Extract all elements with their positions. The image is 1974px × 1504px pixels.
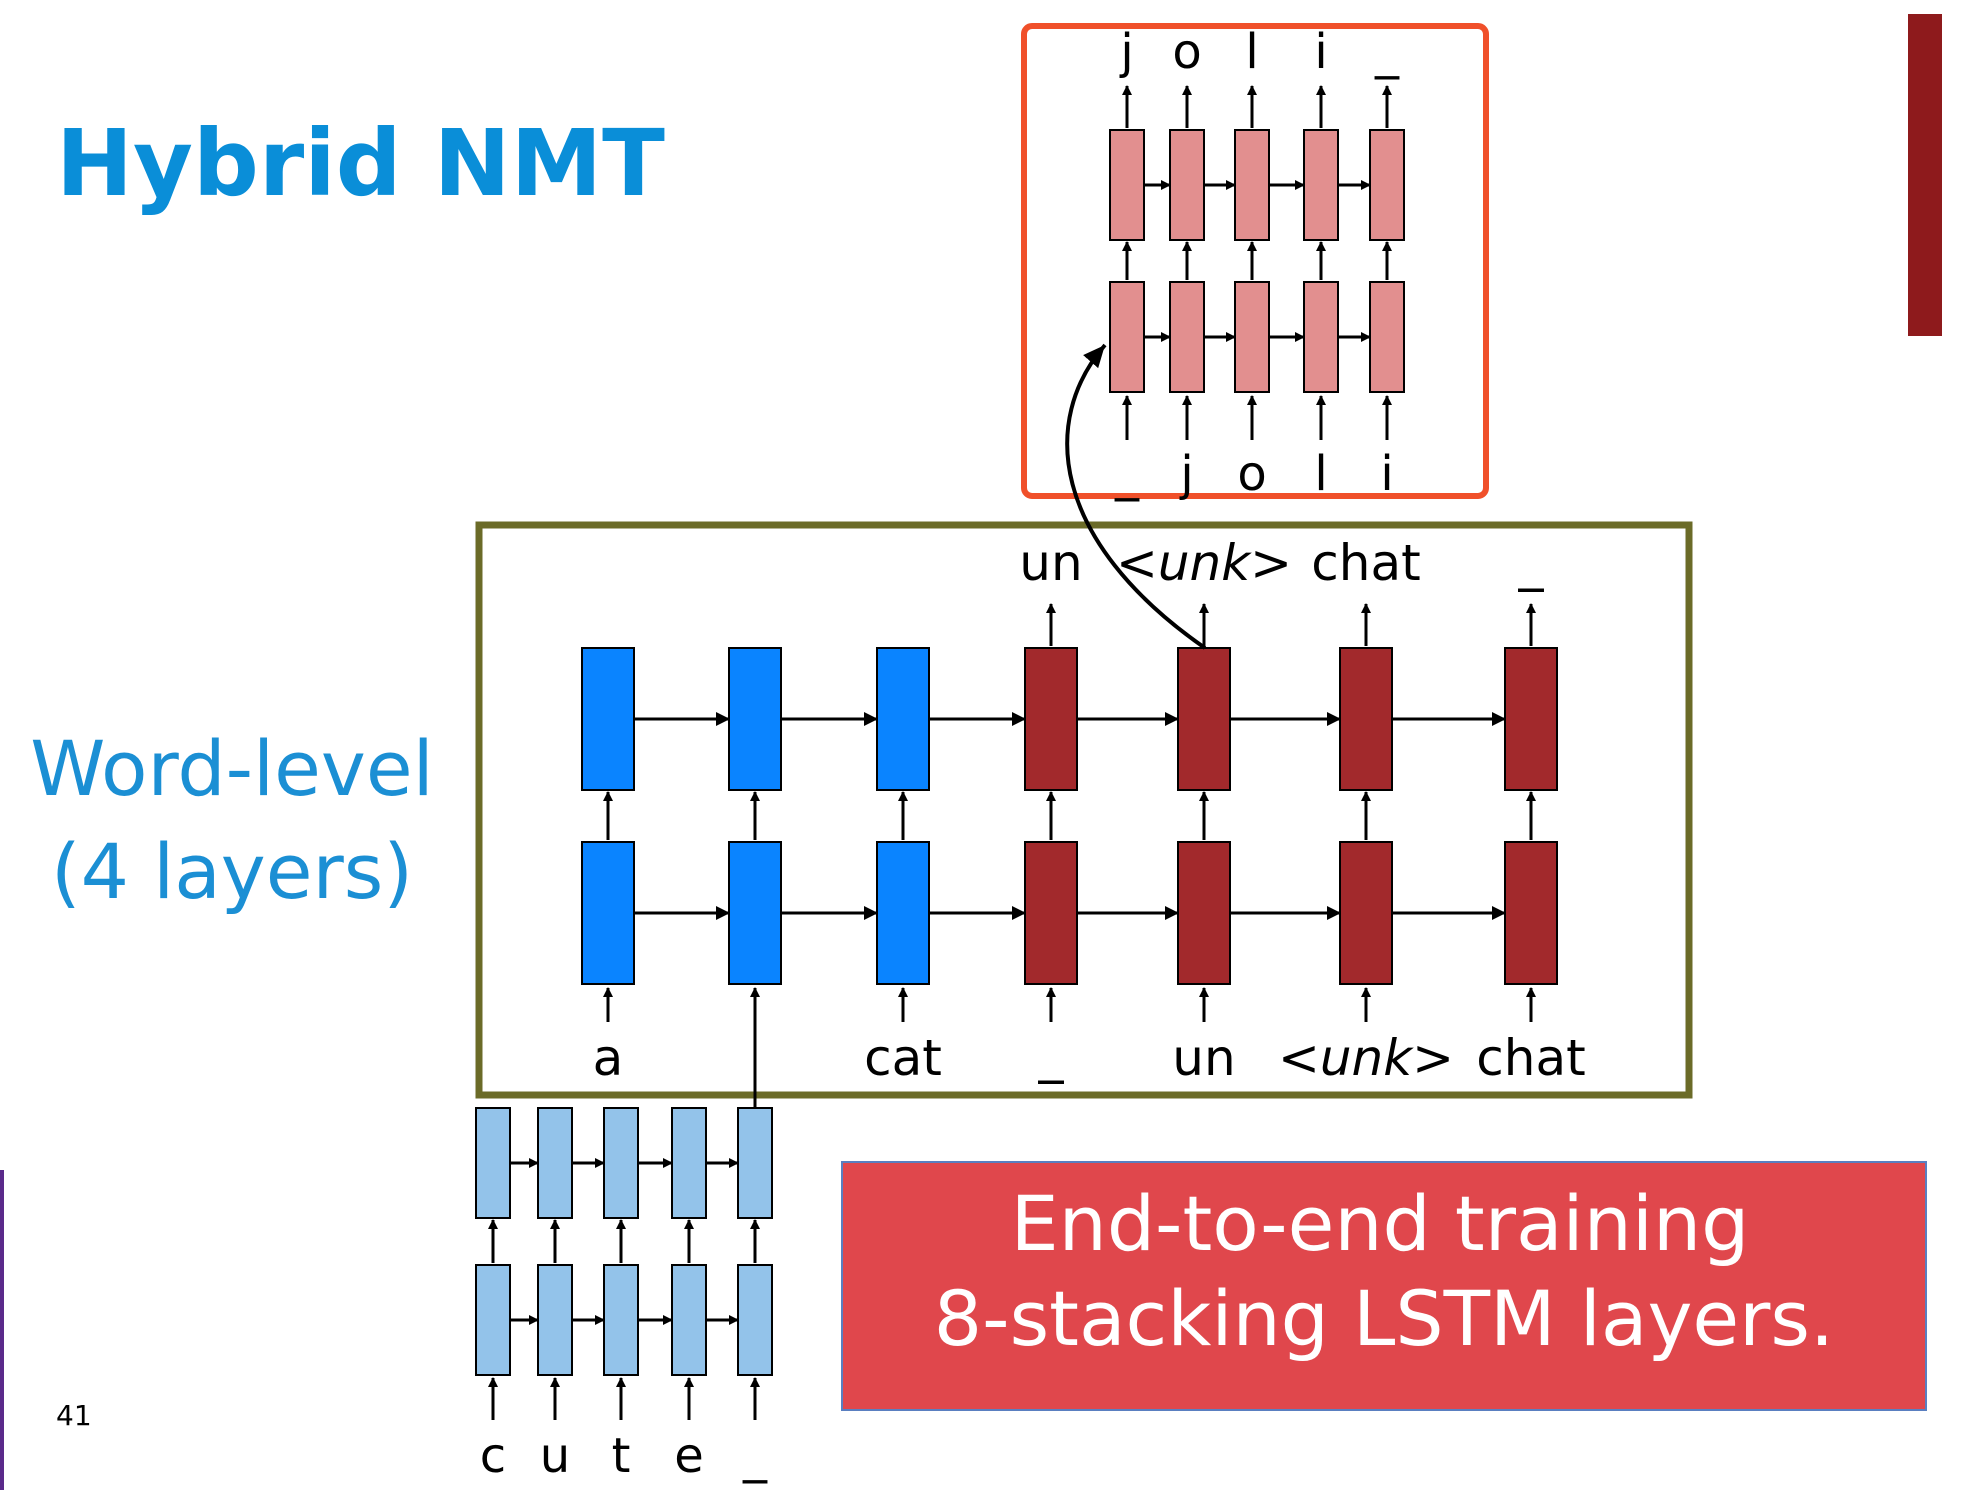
char-dec-input-label: i [1380,446,1393,502]
char-output-label: o [1172,24,1201,80]
callout-line1: End-to-end training [1011,1179,1750,1268]
char-decoder-cell [1303,281,1339,393]
unk-to-char-decoder-arrow [1065,343,1207,650]
char-encoder-cell [671,1264,707,1376]
char-input-label: u [540,1428,570,1484]
decoder-cell [1504,841,1558,985]
char-encoder-cell [537,1107,573,1219]
char-output-label: l [1245,24,1258,80]
decoder-cell [1177,647,1231,791]
callout-box [841,1161,1927,1411]
char-decoder-cell [1109,129,1145,241]
char-decoder-cell [1369,129,1405,241]
char-dec-input-label: o [1237,446,1266,502]
char-decoder-cell [1234,129,1270,241]
right-accent-bar [1908,14,1942,336]
char-decoder-cell [1234,281,1270,393]
word-output-label: <unk> [1116,534,1292,592]
decoder-cell [1339,647,1393,791]
char-decoder-box [1021,23,1489,499]
char-dec-input-label: _ [1114,446,1140,502]
char-output-label: i [1314,24,1327,80]
word-output-label: _ [1518,534,1545,592]
char-dec-input-label: l [1314,446,1327,502]
char-encoder-cell [537,1264,573,1376]
decoder-cell [1177,841,1231,985]
char-encoder-cell [603,1264,639,1376]
char-encoder-cell [603,1107,639,1219]
char-decoder-cell [1109,281,1145,393]
char-decoder-cell [1169,129,1205,241]
encoder-cell [876,841,930,985]
char-encoder-cell [737,1264,773,1376]
char-encoder-cell [475,1264,511,1376]
left-accent-bar [0,1170,4,1490]
word-output-label: chat [1311,534,1420,592]
encoder-cell [876,647,930,791]
page-number: 41 [56,1399,92,1432]
char-output-label: j [1119,24,1133,80]
decoder-cell [1504,647,1558,791]
word-input-label: a [593,1029,624,1087]
word-output-label: un [1019,534,1082,592]
decoder-cell [1024,647,1078,791]
char-output-label: _ [1374,24,1400,80]
decoder-cell [1339,841,1393,985]
word-input-label: chat [1476,1029,1585,1087]
word-input-label: un [1172,1029,1235,1087]
char-decoder-cell [1169,281,1205,393]
decoder-cell [1024,841,1078,985]
char-encoder-cell [475,1107,511,1219]
encoder-cell [728,841,782,985]
char-input-label: t [612,1428,631,1484]
side-label-line2: (4 layers) [51,827,413,916]
char-encoder-cell [671,1107,707,1219]
char-decoder-cell [1369,281,1405,393]
callout-line2: 8-stacking LSTM layers. [934,1274,1834,1363]
slide-title: Hybrid NMT [56,110,665,217]
word-input-label: <unk> [1278,1029,1454,1087]
char-input-label: e [674,1428,704,1484]
encoder-cell [581,647,635,791]
word-level-box [475,521,1693,1099]
char-encoder-cell [737,1107,773,1219]
encoder-cell [581,841,635,985]
encoder-cell [728,647,782,791]
word-input-label: cat [864,1029,942,1087]
word-input-label: _ [1038,1026,1065,1084]
side-label-line1: Word-level [30,724,434,813]
char-dec-input-label: j [1179,446,1193,502]
char-decoder-cell [1303,129,1339,241]
char-input-label: c [480,1428,506,1484]
char-input-label: _ [742,1428,768,1484]
